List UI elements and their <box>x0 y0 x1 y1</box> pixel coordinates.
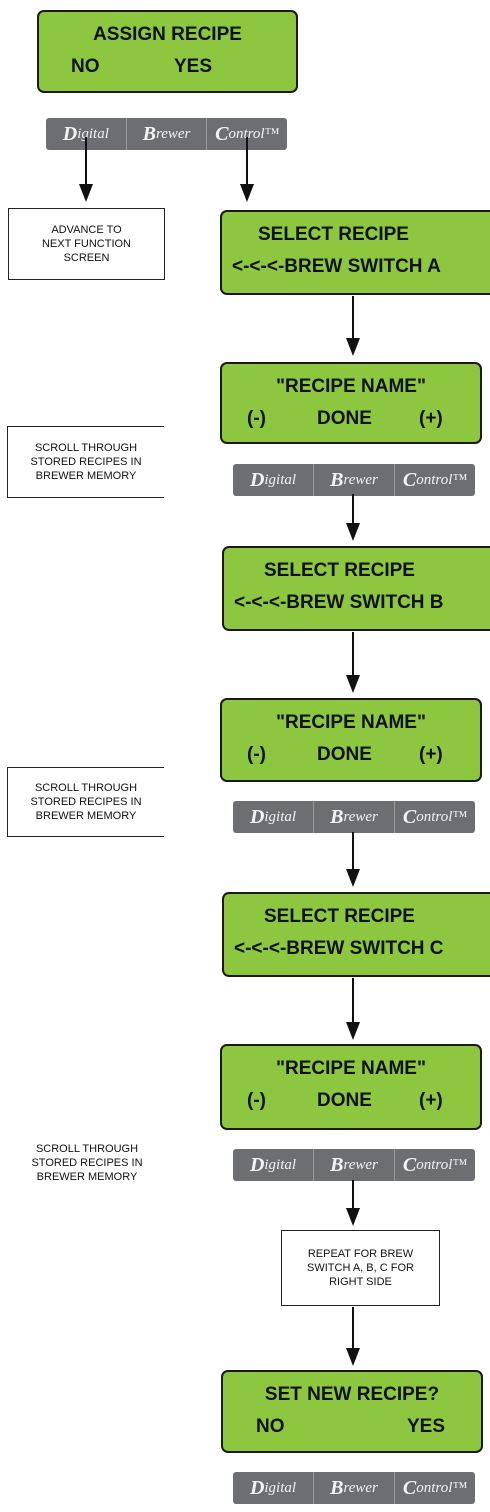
lcd-recipe-name-1: "RECIPE NAME" (-) DONE (+) <box>220 362 482 444</box>
minus-option: (-) <box>247 1090 266 1111</box>
lcd-select-recipe-a: SELECT RECIPE <-<-<-BREW SWITCH A <box>220 210 490 295</box>
arrow-head <box>346 1348 360 1366</box>
arrow-head <box>346 1022 360 1040</box>
no-option: NO <box>71 56 100 77</box>
arrow-head <box>79 184 93 202</box>
note-repeat: REPEAT FOR BREW SWITCH A, B, C FOR RIGHT… <box>281 1230 440 1306</box>
arrow-head <box>346 338 360 356</box>
done-option: DONE <box>317 1090 372 1111</box>
brew-switch-a: <-<-<-BREW SWITCH A <box>232 256 441 277</box>
arrow-head <box>346 523 360 541</box>
lcd-recipe-name-2: "RECIPE NAME" (-) DONE (+) <box>220 698 482 782</box>
minus-option: (-) <box>247 408 266 429</box>
note-scroll-2: SCROLL THROUGH STORED RECIPES IN BREWER … <box>7 767 164 837</box>
plus-option: (+) <box>419 744 443 765</box>
plus-option: (+) <box>419 408 443 429</box>
yes-option: YES <box>407 1416 446 1437</box>
done-option: DONE <box>317 744 372 765</box>
note-scroll-3: SCROLL THROUGH STORED RECIPES IN BREWER … <box>31 1143 143 1183</box>
lcd-line1: SELECT RECIPE <box>264 906 415 927</box>
lcd-select-recipe-b: SELECT RECIPE <-<-<-BREW SWITCH B <box>222 546 490 631</box>
lcd-line1: "RECIPE NAME" <box>276 1058 426 1079</box>
done-option: DONE <box>317 408 372 429</box>
lcd-recipe-name-3: "RECIPE NAME" (-) DONE (+) <box>220 1044 482 1130</box>
lcd-set-new-recipe: SET NEW RECIPE? NO YES <box>221 1370 483 1453</box>
lcd-line1: ASSIGN RECIPE <box>93 24 242 45</box>
arrow-head <box>346 869 360 887</box>
lcd-assign-recipe: ASSIGN RECIPE NO YES <box>37 10 298 93</box>
minus-option: (-) <box>247 744 266 765</box>
lcd-line1: "RECIPE NAME" <box>276 376 426 397</box>
note-advance: ADVANCE TO NEXT FUNCTION SCREEN <box>8 208 165 280</box>
lcd-line1: SELECT RECIPE <box>264 560 415 581</box>
arrow-head <box>240 184 254 202</box>
yes-option: YES <box>174 56 213 77</box>
plus-option: (+) <box>419 1090 443 1111</box>
lcd-line1: SET NEW RECIPE? <box>264 1384 440 1405</box>
brew-switch-b: <-<-<-BREW SWITCH B <box>234 592 444 613</box>
brew-switch-c: <-<-<-BREW SWITCH C <box>234 938 444 959</box>
note-scroll-1: SCROLL THROUGH STORED RECIPES IN BREWER … <box>7 426 164 498</box>
lcd-select-recipe-c: SELECT RECIPE <-<-<-BREW SWITCH C <box>222 892 490 977</box>
lcd-line1: SELECT RECIPE <box>258 224 409 245</box>
no-option: NO <box>256 1416 285 1437</box>
arrow-head <box>346 675 360 693</box>
arrow-head <box>346 1208 360 1226</box>
lcd-line1: "RECIPE NAME" <box>276 712 426 733</box>
